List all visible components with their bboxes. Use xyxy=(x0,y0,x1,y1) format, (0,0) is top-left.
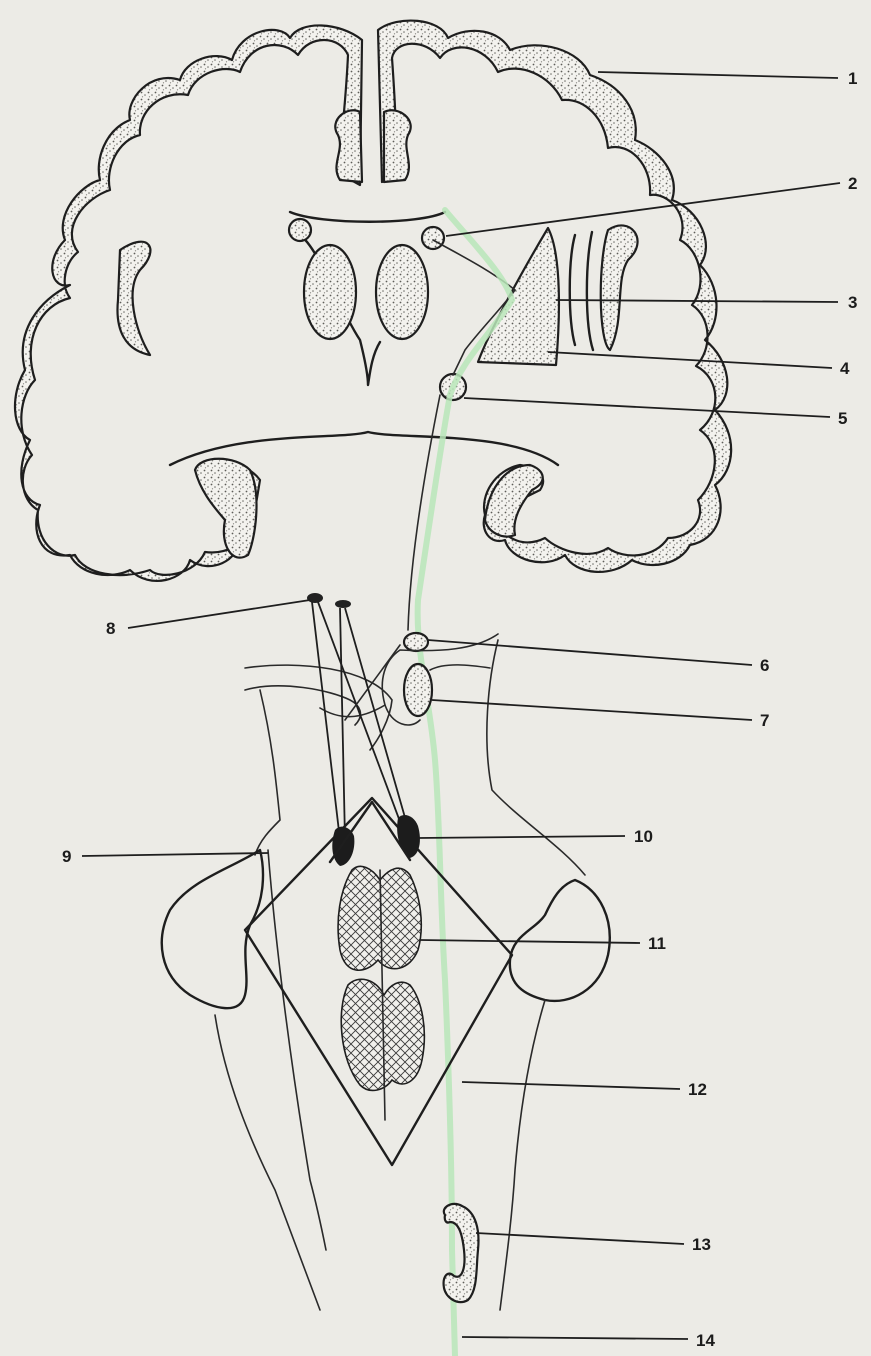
medial-gyrus-left xyxy=(335,110,362,182)
leader-lines xyxy=(82,72,840,1339)
thalamus-left xyxy=(304,245,356,339)
claustrum-strip-2 xyxy=(587,232,593,350)
midbrain-outline-right-2 xyxy=(430,665,490,670)
leader-7 xyxy=(432,700,752,720)
leader-5 xyxy=(464,398,830,417)
number-labels: 1 2 3 4 5 6 7 8 9 10 11 12 13 14 xyxy=(62,69,857,1350)
label-9: 9 xyxy=(62,847,71,866)
insular-cortex xyxy=(601,225,638,350)
label-4: 4 xyxy=(840,359,850,378)
label-3: 3 xyxy=(848,293,857,312)
inner-medulla-line xyxy=(268,850,326,1250)
fornix-left xyxy=(289,219,311,241)
leader-9 xyxy=(82,853,268,856)
leader-14 xyxy=(462,1337,688,1339)
leader-6 xyxy=(428,640,752,665)
label-7: 7 xyxy=(760,711,769,730)
lentiform-nucleus xyxy=(478,228,559,365)
leader-1 xyxy=(598,72,838,78)
fibre-8c xyxy=(340,608,345,840)
leader-11 xyxy=(420,940,640,943)
leader-3 xyxy=(556,300,838,302)
brainstem-outline-left xyxy=(255,690,280,855)
label-12: 12 xyxy=(688,1080,707,1099)
leader-2 xyxy=(446,183,840,236)
nucleus-10-right xyxy=(397,815,420,858)
label-1: 1 xyxy=(848,69,857,88)
midbrain-outline-right xyxy=(382,634,498,725)
label-2: 2 xyxy=(848,174,857,193)
fibre-8a xyxy=(312,602,340,840)
pyramid-diamond xyxy=(245,798,512,1165)
lateral-sulcus-left xyxy=(117,242,150,355)
midbrain-outline-left xyxy=(245,665,392,750)
fibre-8d xyxy=(345,608,410,835)
temporal-lobe-left xyxy=(195,459,256,558)
label-8: 8 xyxy=(106,619,115,638)
claustrum-strip-1 xyxy=(570,235,575,345)
medial-gyrus-right xyxy=(384,110,411,182)
corpus-callosum xyxy=(290,212,445,222)
leader-4 xyxy=(548,352,832,368)
leader-13 xyxy=(476,1233,684,1244)
fornix-right xyxy=(422,227,444,249)
fibre-crossing xyxy=(345,645,400,720)
leader-10 xyxy=(418,836,625,838)
fibre-8b xyxy=(318,602,405,835)
label-6: 6 xyxy=(760,656,769,675)
cerebellum-right xyxy=(510,880,610,1001)
brainstem-outline-right xyxy=(487,640,585,875)
label-10: 10 xyxy=(634,827,653,846)
label-11: 11 xyxy=(648,934,666,953)
label-14: 14 xyxy=(696,1331,715,1350)
label-5: 5 xyxy=(838,409,847,428)
descending-fibre xyxy=(408,395,440,630)
thalamus-right xyxy=(376,245,428,339)
nucleus-8-left xyxy=(307,593,323,603)
temporal-lobe-right xyxy=(485,465,543,537)
leader-8 xyxy=(128,600,310,628)
leader-12 xyxy=(462,1082,680,1089)
nucleus-7 xyxy=(404,664,432,716)
label-13: 13 xyxy=(692,1235,711,1254)
nucleus-13 xyxy=(444,1204,479,1302)
nucleus-8-right xyxy=(335,600,351,608)
nucleus-6 xyxy=(404,633,428,651)
medulla-outline-right xyxy=(500,1000,545,1310)
cerebellum-left xyxy=(162,850,263,1008)
medulla-outline-left xyxy=(215,1015,320,1310)
